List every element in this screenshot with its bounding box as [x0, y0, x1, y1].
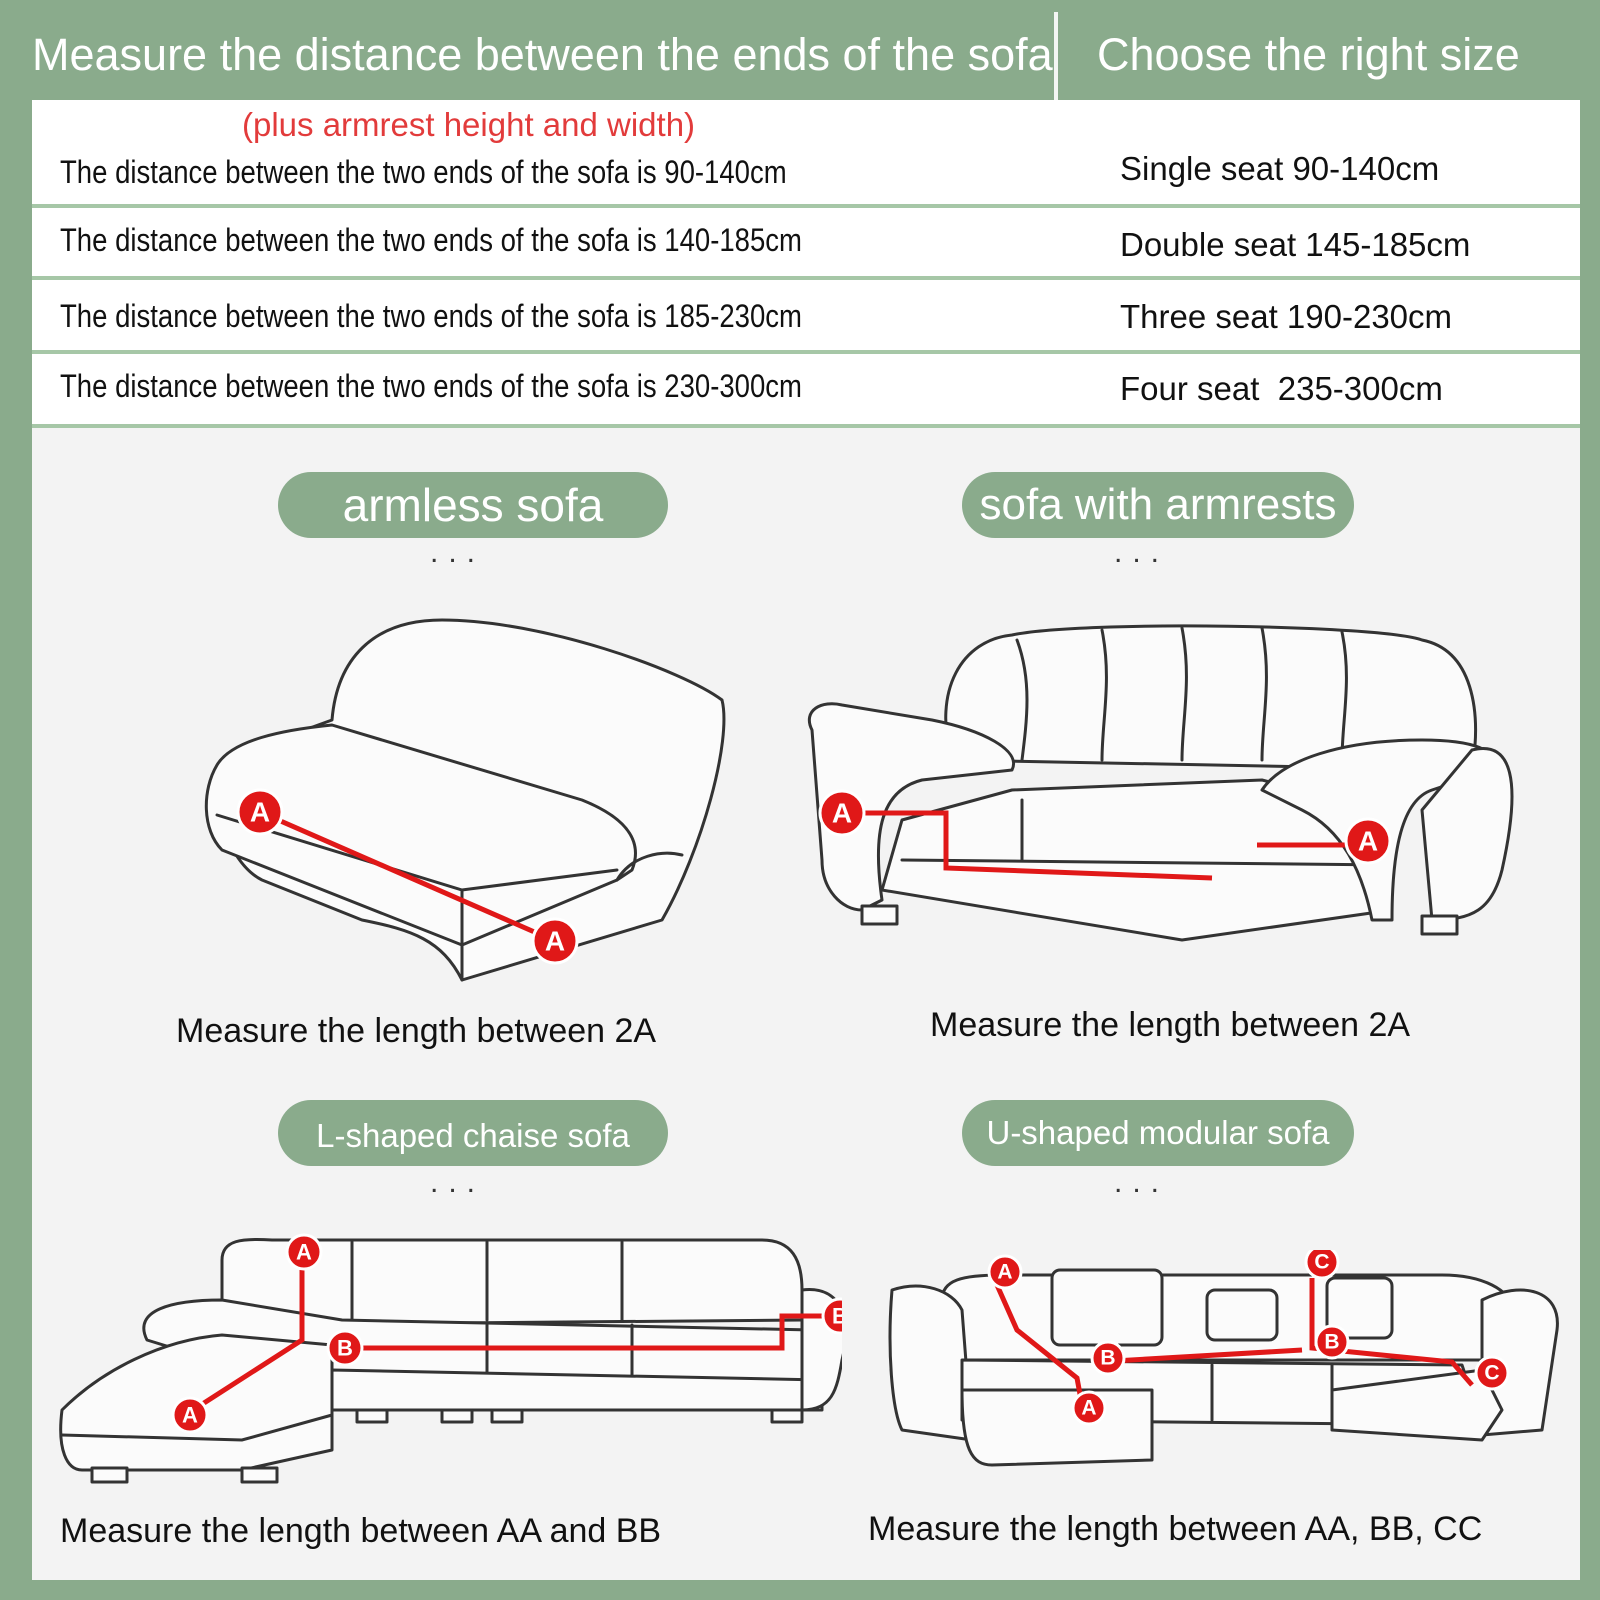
- marker-a-1: A: [250, 797, 270, 828]
- marker-b-right: B: [832, 1304, 842, 1329]
- marker-b-right: B: [1324, 1331, 1339, 1354]
- marker-c-bottom: C: [1484, 1362, 1499, 1385]
- armrest-sofa-illustration: A A: [807, 624, 1514, 942]
- marker-a-bottom: A: [182, 1403, 198, 1428]
- size-row-3: The distance between the two ends of the…: [32, 280, 1580, 354]
- dots-lshape: ...: [430, 1166, 486, 1199]
- l-shape-markers: A A B B: [171, 1233, 842, 1434]
- u-shaped-sofa-pill: U-shaped modular sofa: [962, 1100, 1354, 1166]
- sofa-with-armrests-title: sofa with armrests: [979, 480, 1337, 529]
- size-row-1: (plus armrest height and width) The dist…: [32, 100, 1580, 208]
- size-row-4: The distance between the two ends of the…: [32, 354, 1580, 428]
- marker-c-top: C: [1314, 1251, 1329, 1274]
- armless-sofa-title: armless sofa: [342, 479, 604, 531]
- u-shaped-sofa-title: U-shaped modular sofa: [986, 1114, 1330, 1151]
- header-divider: [1054, 12, 1058, 102]
- page-frame: Measure the distance between the ends of…: [12, 12, 1588, 1588]
- dots-ushape: ...: [1114, 1166, 1170, 1199]
- armless-sofa-pill: armless sofa: [278, 472, 668, 538]
- sofa-with-armrests-pill: sofa with armrests: [962, 472, 1354, 538]
- armless-markers: A A: [236, 788, 579, 965]
- armless-caption: Measure the length between 2A: [176, 1012, 657, 1050]
- armrest-markers: A A: [818, 789, 1392, 865]
- distance-label-2: The distance between the two ends of the…: [60, 222, 802, 258]
- size-label-4: Four seat 235-300cm: [1120, 370, 1443, 407]
- marker-a-top: A: [997, 1261, 1012, 1284]
- u-shape-markers: A A B B C C: [987, 1250, 1510, 1426]
- distance-label-3: The distance between the two ends of the…: [60, 298, 802, 334]
- size-label-3: Three seat 190-230cm: [1120, 298, 1453, 335]
- header-measure-title: Measure the distance between the ends of…: [32, 29, 1053, 80]
- marker-a-2: A: [545, 926, 565, 957]
- l-shaped-sofa-title: L-shaped chaise sofa: [316, 1117, 630, 1154]
- distance-label-4: The distance between the two ends of the…: [60, 368, 802, 404]
- size-label-1: Single seat 90-140cm: [1120, 150, 1440, 187]
- distance-label-1: The distance between the two ends of the…: [60, 154, 787, 190]
- marker-a-right: A: [1358, 826, 1378, 857]
- size-label-2: Double seat 145-185cm: [1120, 226, 1471, 263]
- marker-b-left: B: [337, 1336, 353, 1361]
- u-shape-caption: Measure the length between AA, BB, CC: [868, 1510, 1483, 1548]
- l-shaped-sofa-illustration: A A B B: [59, 1233, 842, 1484]
- l-shaped-sofa-pill: L-shaped chaise sofa: [278, 1100, 668, 1166]
- l-shape-caption: Measure the length between AA and BB: [60, 1512, 662, 1550]
- marker-a-bottom: A: [1081, 1397, 1096, 1420]
- armrest-note: (plus armrest height and width): [242, 106, 696, 143]
- dots-armrests: ...: [1114, 536, 1170, 569]
- armrests-caption: Measure the length between 2A: [930, 1006, 1411, 1044]
- dots-armless: ...: [430, 536, 486, 569]
- marker-b-left: B: [1100, 1347, 1115, 1370]
- u-shaped-sofa-illustration: A A B B C C: [888, 1250, 1559, 1467]
- content-panel: (plus armrest height and width) The dist…: [32, 100, 1580, 1580]
- size-row-2: The distance between the two ends of the…: [32, 208, 1580, 280]
- armless-sofa-illustration: A A: [204, 618, 726, 982]
- marker-a-left: A: [832, 798, 852, 829]
- marker-a-top: A: [296, 1240, 312, 1265]
- header-size-title: Choose the right size: [1097, 29, 1520, 80]
